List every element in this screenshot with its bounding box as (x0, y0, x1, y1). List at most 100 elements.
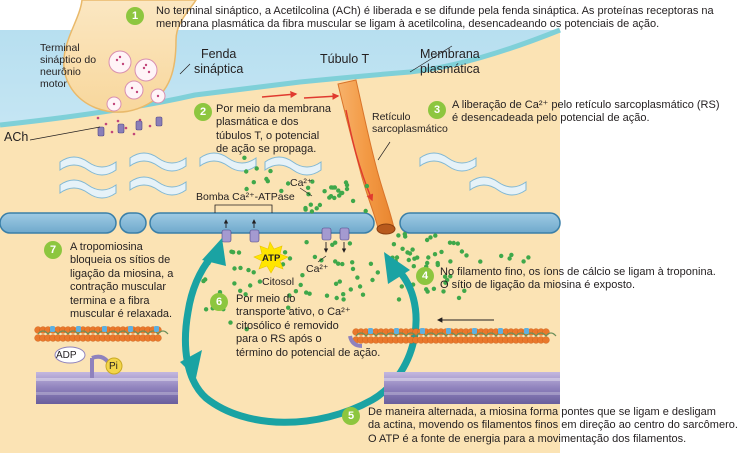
step-1-text: No terminal sináptico, a Acetilcolina (A… (156, 5, 714, 31)
calcium-ion (357, 284, 363, 289)
troponin (76, 326, 81, 332)
troponin (154, 326, 159, 332)
ach-label: ACh (4, 130, 29, 144)
thin-filament-right (352, 328, 557, 344)
muscle-fiber-cytosol (0, 30, 560, 453)
calcium-ion (317, 202, 323, 208)
calcium-ion (432, 252, 438, 257)
step-4-badge: 4 (416, 267, 434, 285)
calcium-ion (333, 240, 338, 245)
calcium-ion (244, 327, 249, 332)
calcium-ion (435, 262, 440, 268)
calcium-ion (370, 277, 375, 283)
pi-label: Pi (109, 361, 118, 372)
calcium-ion (363, 208, 368, 214)
calcium-ion (341, 292, 346, 297)
calcium-ion (244, 169, 249, 174)
ach-molecules (96, 116, 162, 136)
calcium-ion (445, 277, 450, 283)
calcium-ion (360, 292, 366, 297)
troponin (472, 328, 477, 334)
step-1-badge: 1 (126, 7, 144, 25)
calcium-ion (287, 293, 292, 298)
atp-label: ATP (262, 253, 281, 264)
calcium-ion (400, 246, 405, 251)
calcium-ion (431, 286, 437, 291)
calcium-ion (507, 256, 512, 261)
ach-receptors (97, 116, 163, 137)
calcium-ion (228, 320, 233, 325)
actin-monomer (542, 336, 550, 344)
step-5-badge: 5 (342, 407, 360, 425)
calcium-ion (310, 179, 315, 184)
calcium-ion (394, 255, 400, 260)
calcium-ion (264, 176, 269, 182)
thick-filament-right (384, 372, 560, 404)
troponin (498, 328, 503, 334)
t-tubule-label: Túbulo T (320, 52, 370, 66)
calcium-ion (304, 240, 309, 245)
calcium-ion (279, 188, 284, 194)
calcium-ion (399, 284, 404, 289)
calcium-ion (243, 292, 248, 297)
calcium-ion (341, 297, 346, 302)
calcium-ion (350, 198, 356, 204)
calcium-ion (337, 193, 342, 198)
calcium-ion (350, 260, 355, 265)
troponin (128, 326, 133, 332)
ca-atpase-pumps (221, 227, 350, 243)
calcium-ion (251, 180, 256, 185)
calcium-ion (251, 270, 256, 275)
calcium-ion (464, 253, 469, 258)
cytosol-label: Citosol (262, 276, 295, 288)
calcium-ion (333, 281, 339, 286)
calcium-ion (287, 256, 293, 261)
calcium-ion (406, 257, 411, 263)
calcium-ion (300, 273, 305, 278)
calcium-ion (459, 249, 465, 254)
calcium-ion (293, 289, 299, 294)
calcium-ion (509, 252, 514, 258)
calcium-ion (268, 168, 273, 174)
calcium-ion (203, 307, 209, 312)
calcium-ion (238, 288, 243, 293)
calcium-ion (305, 185, 311, 190)
calcium-ion (364, 183, 370, 189)
calcium-ion (333, 259, 338, 264)
pi-marker (105, 357, 123, 375)
tropomyosin-strand (355, 332, 557, 337)
calcium-ion (314, 206, 319, 211)
calcium-label-upper: Ca²⁺ (290, 177, 313, 189)
calcium-ion (336, 188, 341, 193)
calcium-ion (324, 293, 330, 298)
sarcoplasmic-reticulum-band (0, 212, 561, 234)
calcium-ion (448, 274, 453, 279)
calcium-ion (309, 209, 315, 214)
step-7-badge: 7 (44, 241, 62, 259)
calcium-ion (340, 190, 345, 196)
calcium-ion (246, 267, 251, 273)
calcium-ion (499, 253, 504, 259)
calcium-ion (254, 166, 259, 171)
calcium-ion (426, 255, 431, 260)
calcium-ion (232, 266, 237, 271)
calcium-ion (312, 254, 318, 260)
troponin (420, 328, 425, 334)
calcium-ion (307, 291, 312, 296)
calcium-ion (451, 240, 456, 246)
thick-filament-left (36, 372, 178, 404)
calcium-ion (285, 181, 291, 186)
calcium-ion (344, 186, 350, 192)
calcium-ion (456, 295, 462, 301)
calcium-ion (526, 255, 531, 260)
calcium-ion (396, 233, 401, 238)
calcium-ion (462, 288, 467, 293)
calcium-ion (410, 247, 415, 252)
calcium-ion (282, 250, 288, 255)
